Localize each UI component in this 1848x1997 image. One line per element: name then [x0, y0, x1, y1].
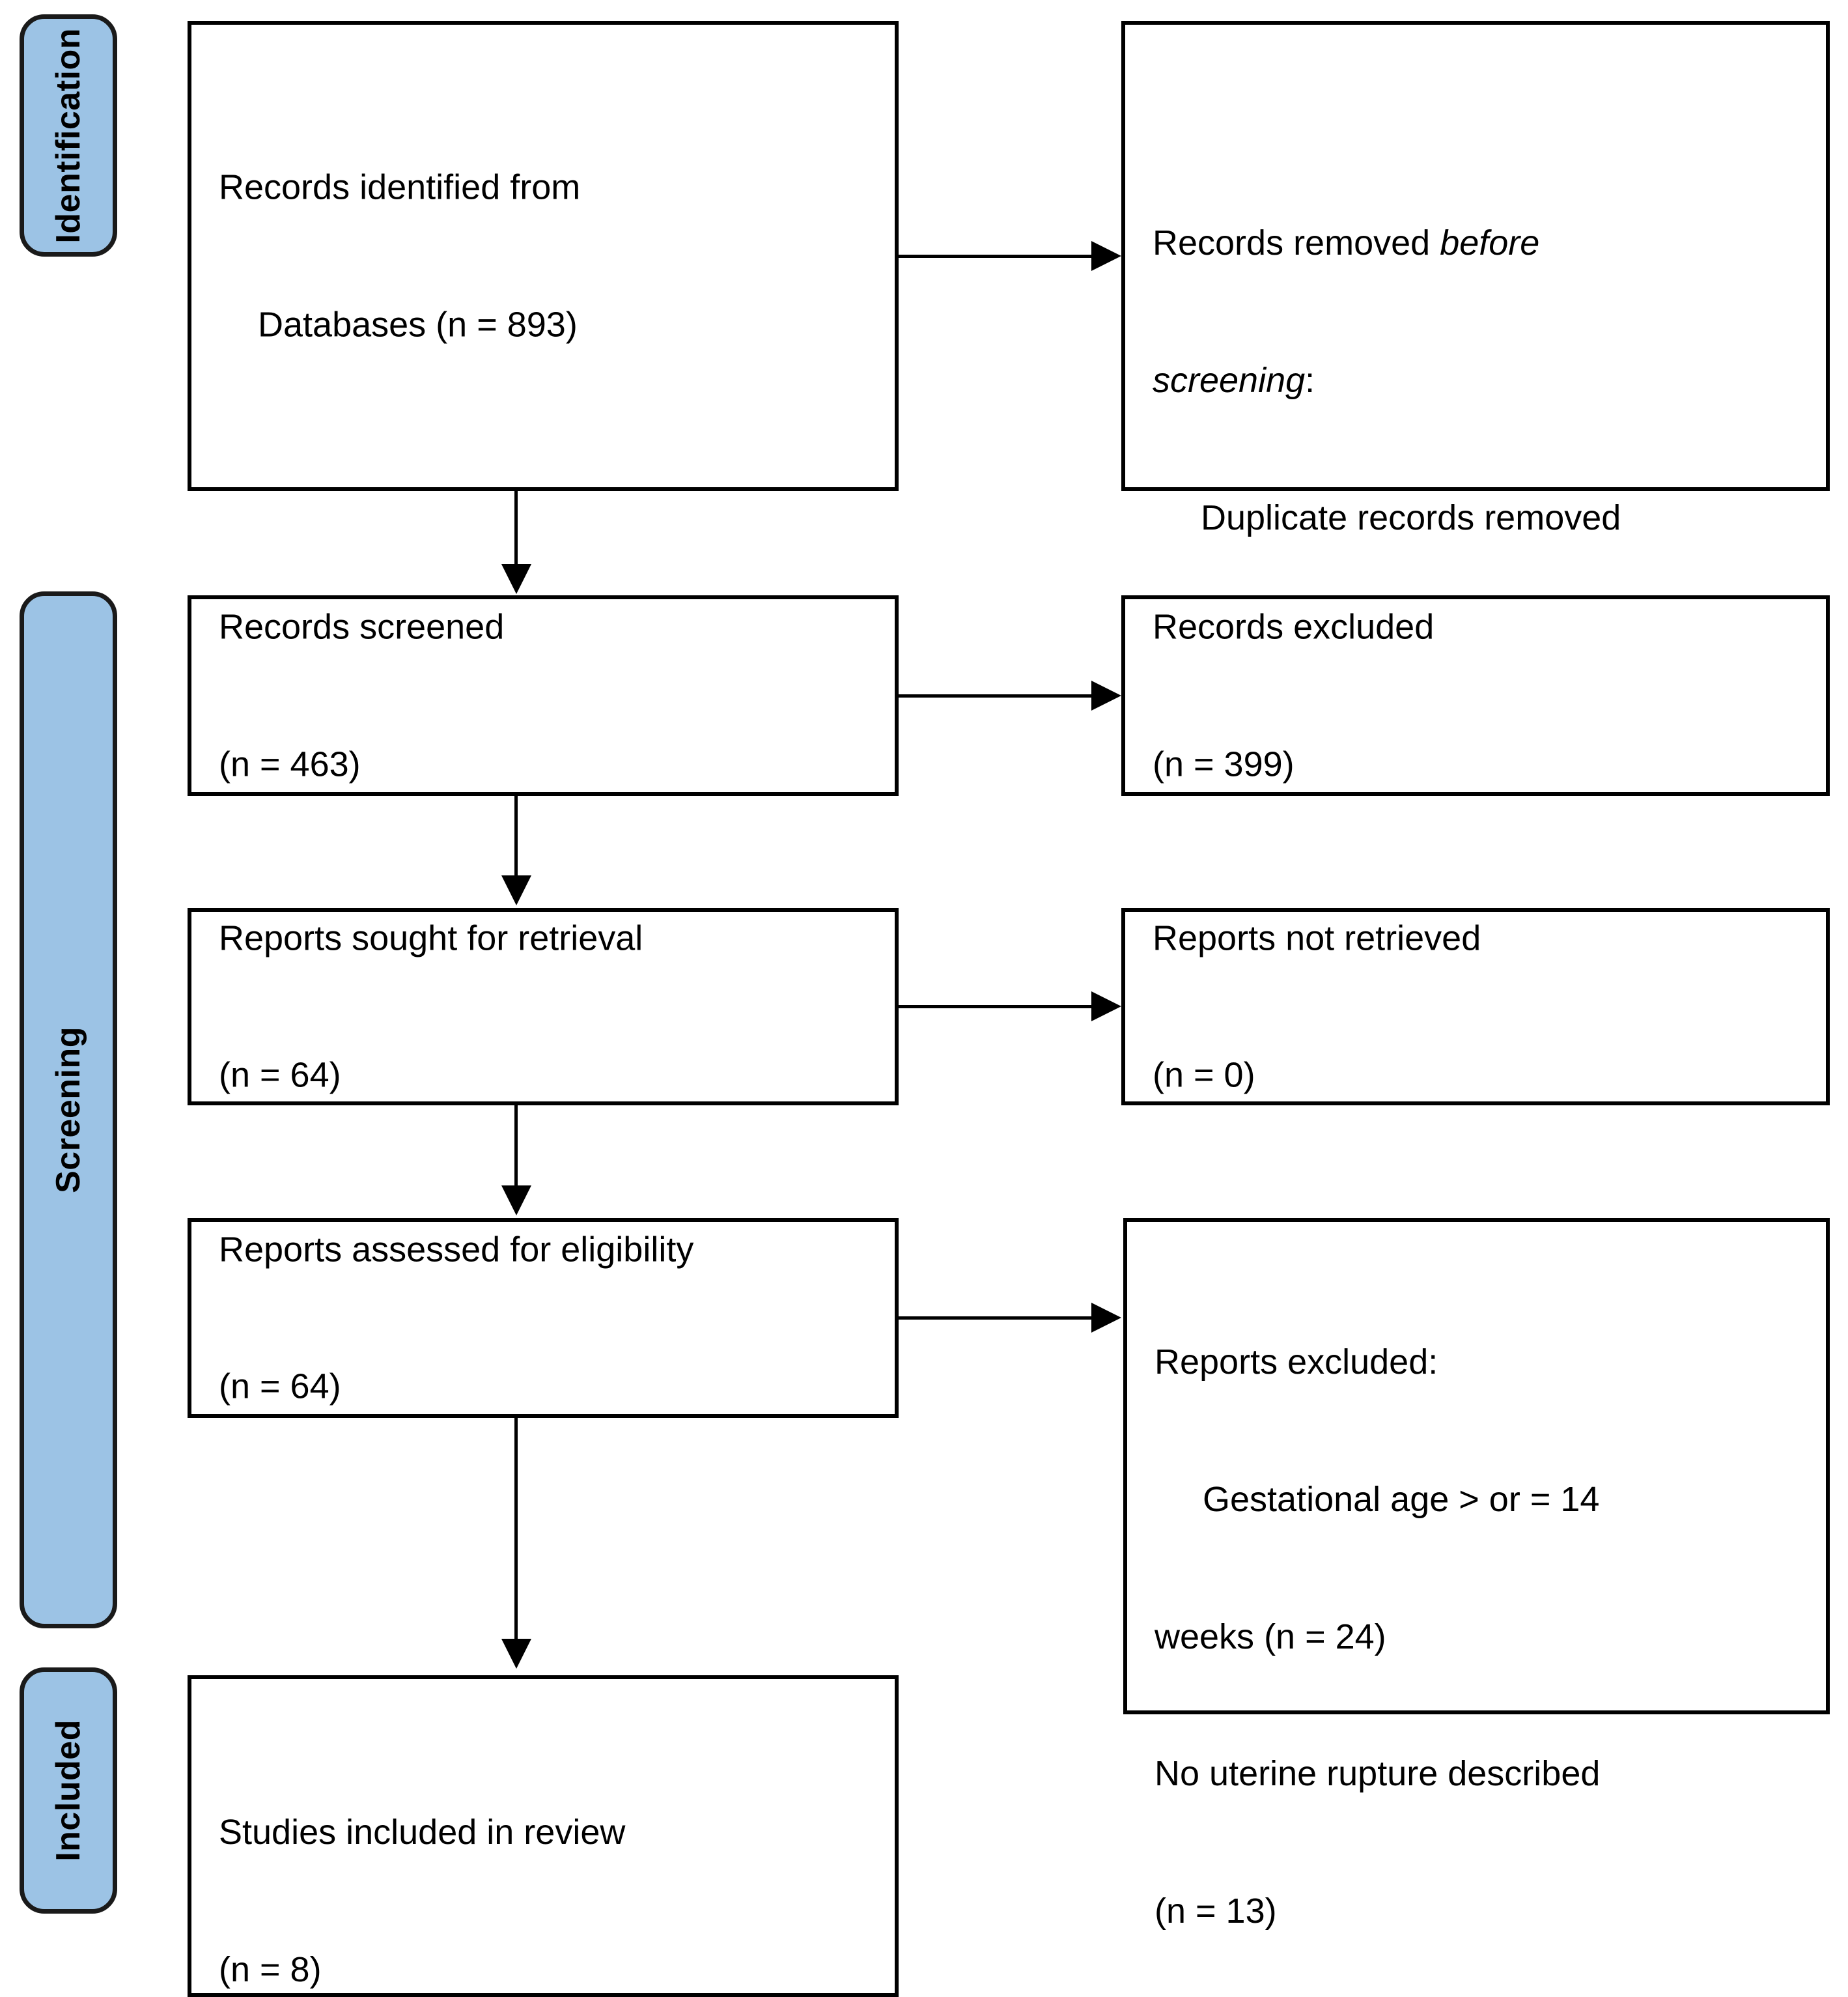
box-reports-excluded-text: Reports excluded: Gestational age > or =… — [1155, 1248, 1814, 1997]
connector-identified-to-screened — [514, 491, 518, 569]
studies-included-line-2: (n = 8) — [219, 1949, 322, 1989]
connector-screened-to-sought — [514, 796, 518, 879]
records-removed-plain-1: Records removed — [1153, 223, 1440, 263]
records-excluded-line-2: (n = 399) — [1153, 744, 1295, 784]
box-reports-not-retrieved: Reports not retrieved (n = 0) — [1121, 908, 1830, 1105]
box-reports-assessed: Reports assessed for eligibility (n = 64… — [188, 1218, 899, 1418]
records-removed-line-2: screening: — [1153, 358, 1814, 403]
arrowhead-sought-to-assessed — [501, 1185, 531, 1215]
box-records-excluded-text: Records excluded (n = 399) — [1153, 513, 1814, 879]
box-reports-not-retrieved-text: Reports not retrieved (n = 0) — [1153, 824, 1814, 1190]
connector-assessed-to-excluded — [899, 1316, 1094, 1320]
reports-assessed-line-2: (n = 64) — [219, 1367, 341, 1406]
studies-included-line-1: Studies included in review — [219, 1813, 626, 1852]
stage-pill-identification: Identification — [20, 14, 117, 257]
reports-assessed-line-1: Reports assessed for eligibility — [219, 1230, 694, 1269]
stage-pill-included: Included — [20, 1667, 117, 1914]
reports-sought-line-2: (n = 64) — [219, 1055, 341, 1095]
records-removed-italic-2: screening — [1153, 360, 1306, 400]
box-reports-sought-text: Reports sought for retrieval (n = 64) — [219, 824, 883, 1190]
arrowhead-assessed-to-excluded — [1091, 1303, 1121, 1333]
reports-excluded-reason-2: weeks (n = 24) — [1155, 1617, 1386, 1656]
records-removed-italic-1: before — [1440, 223, 1540, 263]
box-reports-sought: Reports sought for retrieval (n = 64) — [188, 908, 899, 1105]
arrowhead-identified-to-screened — [501, 564, 531, 594]
connector-sought-to-not-retrieved — [899, 1005, 1094, 1008]
box-studies-included-text: Studies included in review (n = 8) Repor… — [219, 1718, 883, 1997]
connector-screened-to-excluded — [899, 694, 1094, 698]
box-records-screened-text: Records screened (n = 463) — [219, 513, 883, 879]
records-removed-line-3: Duplicate records removed — [1201, 498, 1621, 537]
reports-excluded-reason-4: (n = 13) — [1155, 1891, 1277, 1931]
records-identified-line-2: Databases (n = 893) — [219, 305, 578, 345]
stage-label-screening: Screening — [49, 1027, 87, 1193]
connector-identified-to-removed — [899, 255, 1094, 258]
box-records-excluded: Records excluded (n = 399) — [1121, 595, 1830, 796]
box-records-identified-text: Records identified from Databases (n = 8… — [219, 73, 883, 439]
box-records-removed: Records removed before screening: Duplic… — [1121, 21, 1830, 674]
records-screened-line-1: Records screened — [219, 607, 505, 647]
arrowhead-assessed-to-included — [501, 1639, 531, 1669]
connector-sought-to-assessed — [514, 1105, 518, 1189]
reports-excluded-reason-3: No uterine rupture described — [1155, 1754, 1601, 1794]
stage-pill-screening: Screening — [20, 591, 117, 1628]
reports-excluded-reason-1: Gestational age > or = 14 — [1203, 1479, 1600, 1519]
stage-label-included: Included — [49, 1720, 87, 1862]
reports-not-retrieved-line-2: (n = 0) — [1153, 1055, 1255, 1095]
box-studies-included: Studies included in review (n = 8) Repor… — [188, 1675, 899, 1997]
records-screened-line-2: (n = 463) — [219, 744, 361, 784]
records-removed-plain-2: : — [1305, 360, 1315, 400]
reports-sought-line-1: Reports sought for retrieval — [219, 918, 643, 958]
stage-label-identification: Identification — [49, 27, 87, 244]
reports-excluded-heading: Reports excluded: — [1155, 1342, 1438, 1382]
arrowhead-screened-to-excluded — [1091, 681, 1121, 711]
reports-not-retrieved-line-1: Reports not retrieved — [1153, 918, 1481, 958]
records-removed-line-1: Records removed before — [1153, 220, 1814, 266]
arrowhead-screened-to-sought — [501, 875, 531, 905]
box-reports-excluded: Reports excluded: Gestational age > or =… — [1123, 1218, 1830, 1931]
arrowhead-identified-to-removed — [1091, 241, 1121, 271]
connector-assessed-to-included — [514, 1418, 518, 1643]
records-excluded-line-1: Records excluded — [1153, 607, 1435, 647]
box-reports-assessed-text: Reports assessed for eligibility (n = 64… — [219, 1135, 883, 1501]
box-records-screened: Records screened (n = 463) — [188, 595, 899, 796]
box-records-identified: Records identified from Databases (n = 8… — [188, 21, 899, 491]
records-identified-line-1: Records identified from — [219, 167, 581, 207]
arrowhead-sought-to-not-retrieved — [1091, 991, 1121, 1021]
